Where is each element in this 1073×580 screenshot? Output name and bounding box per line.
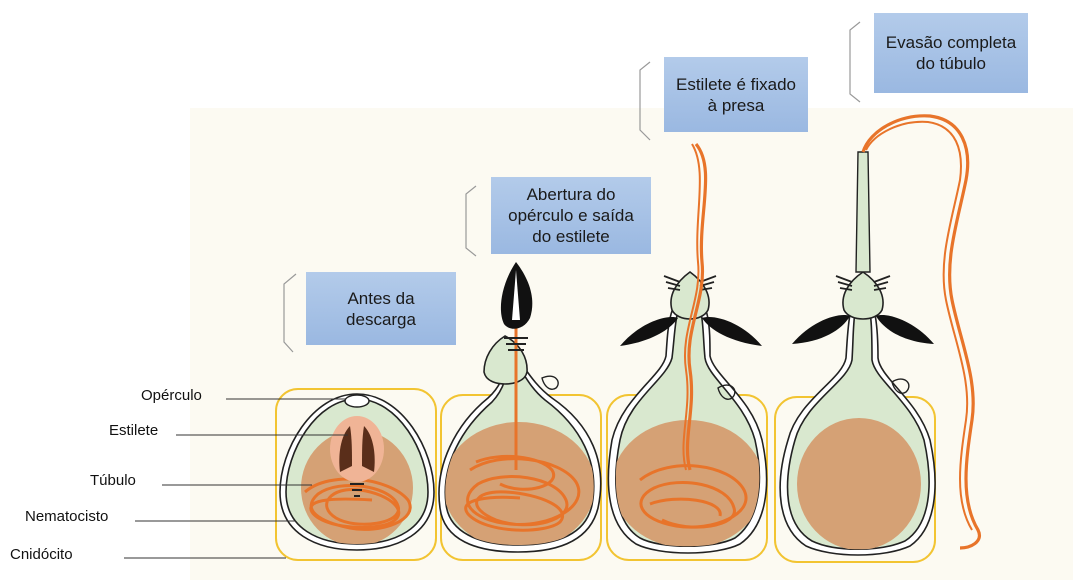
label-stylet: Estilete [109,422,158,439]
stage-2-callout: Abertura do opérculo e saída do estilete [491,177,651,254]
nematocyst-stage-2 [439,262,601,552]
connector-stage-4 [850,22,860,102]
connector-stage-1 [284,274,296,352]
stage-3-label: Estilete é fixado à presa [670,74,802,116]
connector-stage-2 [466,186,476,256]
stage-1-label: Antes da descarga [312,288,450,330]
label-cnidocyte: Cnidócito [10,546,73,563]
operculum-shape [345,395,369,407]
stage-4-callout: Evasão completa do túbulo [874,13,1028,93]
nematocyst-stage-1 [280,394,434,550]
stage-1-callout: Antes da descarga [306,272,456,345]
nematocyst-stage-4 [780,116,979,555]
stage-4-label: Evasão completa do túbulo [880,32,1022,74]
label-operculum: Opérculo [141,387,202,404]
label-nematocyst: Nematocisto [25,508,108,525]
stage-2-label: Abertura do opérculo e saída do estilete [497,184,645,247]
stage-3-callout: Estilete é fixado à presa [664,57,808,132]
label-tubule: Túbulo [90,472,136,489]
connector-stage-3 [640,62,650,140]
